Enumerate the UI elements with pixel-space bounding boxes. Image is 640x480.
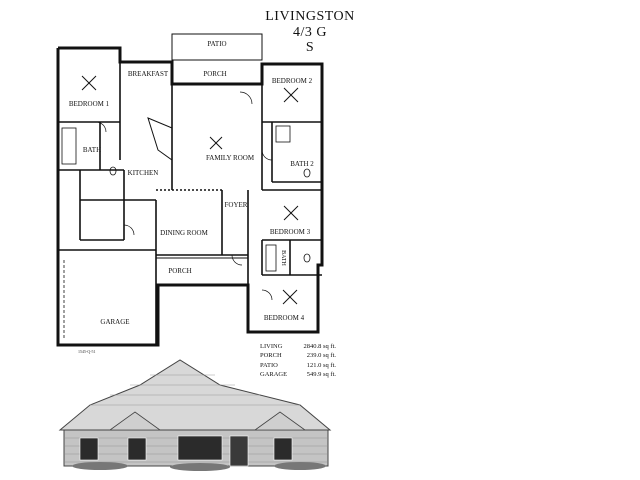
- area-label: PORCH: [260, 352, 282, 360]
- ceiling-fan-icon: [282, 289, 298, 305]
- area-value: 121.0 sq ft.: [306, 361, 336, 369]
- exterior-walls: [56, 46, 324, 347]
- area-label: PATIO: [260, 361, 278, 369]
- window-icon: [127, 437, 147, 461]
- room-label-bedroom-2: BEDROOM 2: [272, 77, 313, 85]
- area-value: 2840.8 sq ft.: [303, 343, 337, 350]
- bath-2-shower: [275, 125, 291, 143]
- room-label-bedroom-4: BEDROOM 4: [264, 314, 305, 322]
- front-porch-outline: [155, 257, 249, 285]
- plan-code: 1545-Q-51: [78, 349, 96, 354]
- toilet-fixture: [303, 168, 311, 178]
- ceiling-fan-icon: [209, 136, 223, 150]
- room-label-garage: GARAGE: [100, 318, 129, 326]
- room-label-bath-2: BATH 2: [290, 160, 314, 168]
- front-door-icon: [229, 435, 249, 467]
- room-label-family-room: FAMILY ROOM: [206, 154, 255, 162]
- ceiling-fan-icon: [283, 87, 299, 103]
- square-footage-table: LIVING 2840.8 sq ft. PORCH 239.0 sq ft. …: [260, 342, 336, 379]
- area-value: 549.9 sq ft.: [306, 370, 336, 378]
- ceiling-fan-icon: [283, 205, 299, 221]
- bed-bath-garage: 4/3 G: [293, 25, 327, 40]
- front-elevation-drawing: [58, 359, 332, 471]
- ceiling-fan-icon: [81, 75, 97, 91]
- room-label-bath-1: BATH: [83, 146, 101, 154]
- room-label-bedroom-1: BEDROOM 1: [69, 100, 110, 108]
- kitchen-island: [147, 117, 173, 161]
- room-label-dining-room: DINING ROOM: [160, 229, 208, 237]
- room-label-foyer: FOYER: [225, 201, 248, 209]
- room-label-porch-front: PORCH: [168, 267, 191, 275]
- interior-walls: [58, 62, 322, 345]
- patio-area: [171, 33, 263, 61]
- toilet-fixture: [109, 166, 117, 176]
- elevation-code: S: [305, 40, 315, 55]
- room-label-bedroom-3: BEDROOM 3: [270, 228, 311, 236]
- room-label-bath-3: BATH: [280, 250, 286, 266]
- plan-name: LIVINGSTON: [265, 9, 355, 24]
- room-label-porch-rear: PORCH: [203, 70, 226, 78]
- window-icon: [79, 437, 99, 461]
- area-row: GARAGE 549.9 sq ft.: [260, 370, 336, 379]
- area-row: PATIO 121.0 sq ft.: [260, 361, 336, 370]
- area-row: PORCH 239.0 sq ft.: [260, 351, 336, 360]
- door-swings: [95, 91, 273, 301]
- bath-3-tub: [265, 244, 277, 272]
- bath-1-tub: [61, 127, 77, 165]
- room-label-breakfast: BREAKFAST: [128, 70, 169, 78]
- toilet-fixture: [303, 253, 311, 263]
- area-label: GARAGE: [260, 370, 288, 378]
- area-row: LIVING 2840.8 sq ft.: [260, 342, 336, 351]
- area-label: LIVING: [260, 343, 283, 350]
- room-label-patio: PATIO: [207, 40, 226, 48]
- window-icon: [177, 435, 223, 461]
- window-icon: [273, 437, 293, 461]
- room-label-kitchen: KITCHEN: [128, 169, 159, 177]
- area-value: 239.0 sq ft.: [306, 352, 336, 360]
